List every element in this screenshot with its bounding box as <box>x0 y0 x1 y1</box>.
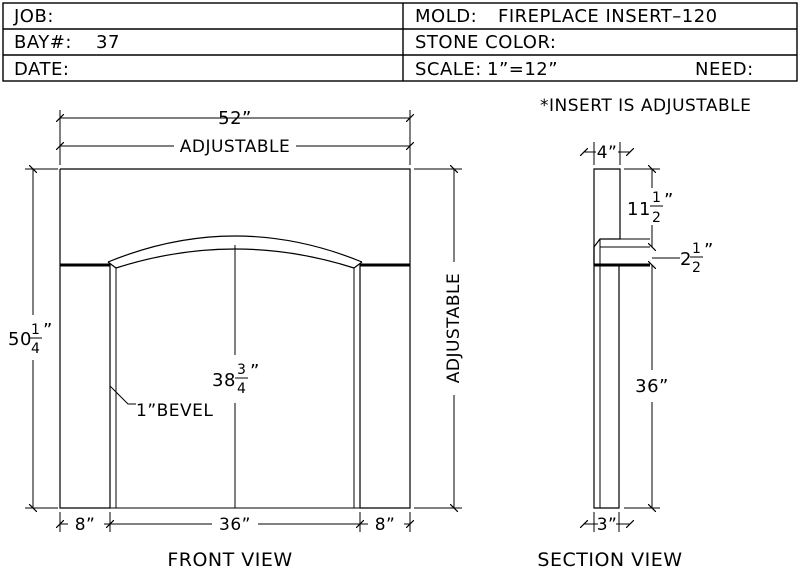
title-block <box>2 2 798 82</box>
height-den: 4 <box>31 341 40 357</box>
height-num: 1 <box>31 322 40 338</box>
arch-outer <box>107 235 363 263</box>
height-dimension-label: 50 1 4 ” <box>8 320 53 357</box>
mask <box>68 514 104 534</box>
opening-whole: 38 <box>212 370 236 391</box>
upper-unit: ” <box>664 190 674 211</box>
mask <box>596 143 618 161</box>
step-num: 1 <box>692 241 701 257</box>
stone-color-label: STONE COLOR: <box>415 32 556 53</box>
section-view-caption: SECTION VIEW <box>537 549 682 571</box>
mask <box>212 514 258 534</box>
insert-note: *INSERT IS ADJUSTABLE <box>540 96 751 116</box>
step-height-label: 2 1 2 ” <box>652 240 714 276</box>
left-leg-label: 8” <box>75 515 96 535</box>
front-dimensions <box>25 110 462 532</box>
height-unit: ” <box>43 320 53 341</box>
mask <box>368 514 404 534</box>
scale-label: SCALE: <box>415 59 482 80</box>
scale-value: 1”=12” <box>487 59 558 80</box>
overall-width-label: 52” <box>218 108 252 129</box>
mold-label: MOLD: <box>415 6 477 27</box>
leg-height-label: 36” <box>635 376 669 397</box>
upper-den: 2 <box>652 210 661 226</box>
front-view-caption: FRONT VIEW <box>167 549 292 571</box>
step-whole: 2 <box>680 249 692 270</box>
opening-dimension-label: 38 3 4 ” <box>212 361 260 397</box>
opening-den: 4 <box>237 381 246 397</box>
front-view <box>59 168 411 509</box>
opening-unit: ” <box>250 361 260 382</box>
bevel-label: 1”BEVEL <box>136 401 213 421</box>
top-depth-label: 4” <box>597 143 618 163</box>
bay-label: BAY#: <box>14 32 72 53</box>
right-leg-label: 8” <box>375 515 396 535</box>
section-outline <box>593 168 621 249</box>
upper-height-label: 11 1 2 ” <box>627 190 674 226</box>
height-whole: 50 <box>8 329 32 350</box>
upper-num: 1 <box>652 190 661 206</box>
mask <box>598 516 616 534</box>
opening-num: 3 <box>237 362 246 378</box>
adjustable-side-label: ADJUSTABLE <box>444 273 464 384</box>
upper-whole: 11 <box>627 199 651 220</box>
opening-width-label: 36” <box>219 515 251 535</box>
bay-value: 37 <box>96 32 120 53</box>
mold-value: FIREPLACE INSERT–120 <box>498 6 718 27</box>
adjustable-top-label: ADJUSTABLE <box>180 137 291 157</box>
bottom-depth-label: 3” <box>597 515 618 535</box>
date-label: DATE: <box>14 59 69 80</box>
step-den: 2 <box>692 260 701 276</box>
section-view <box>593 168 650 509</box>
step-unit: ” <box>704 240 714 261</box>
job-label: JOB: <box>13 6 54 27</box>
need-label: NEED: <box>695 59 754 80</box>
mask <box>222 355 262 403</box>
